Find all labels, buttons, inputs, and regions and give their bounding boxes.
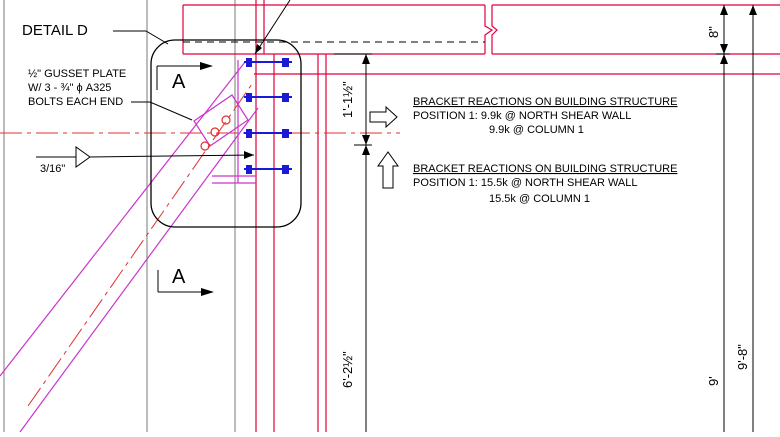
grid-lines [3, 0, 236, 432]
section-letter-top: A [172, 71, 186, 93]
weld-flag-icon [75, 146, 91, 168]
dim-right-total: 9'-8" [735, 344, 750, 370]
gusset-note-line1: ½" GUSSET PLATE [28, 68, 126, 80]
bolt-icon [244, 165, 292, 174]
reaction-note-1: BRACKET REACTIONS ON BUILDING STRUCTURE … [413, 96, 677, 136]
detail-pointer-line [254, 0, 291, 55]
gusset-note-line2: W/ 3 - ¾" ϕ A325 [28, 82, 111, 94]
detail-boundary [150, 39, 302, 228]
gusset-note-leader [131, 101, 193, 121]
dim-top-right: 8" [706, 26, 721, 38]
reaction-2-heading: BRACKET REACTIONS ON BUILDING STRUCTURE [413, 163, 677, 175]
gusset-bolt-holes [200, 115, 231, 151]
section-letter-bottom: A [172, 266, 186, 288]
reaction-note-2: BRACKET REACTIONS ON BUILDING STRUCTURE … [413, 163, 677, 205]
weld-symbol: 3/16" [36, 146, 255, 175]
detail-pointer-arrow [255, 44, 262, 54]
gusset-plate [193, 60, 256, 184]
detail-label: DETAIL D [22, 22, 88, 39]
section-cut-bottom: A [157, 266, 214, 296]
reaction-2-line2: 15.5k @ COLUMN 1 [489, 193, 590, 205]
reaction-1-line1: POSITION 1: 9.9k @ NORTH SHEAR WALL [413, 110, 631, 122]
diagonal-brace [0, 61, 259, 433]
dim-right-inner: 9' [706, 376, 721, 386]
bolt-icon [244, 58, 292, 67]
weld-size: 3/16" [40, 163, 65, 175]
dimension-lines [334, 5, 754, 432]
reaction-1-heading: BRACKET REACTIONS ON BUILDING STRUCTURE [413, 96, 677, 108]
bolt-icon [244, 129, 292, 138]
bolt-icon [244, 93, 292, 102]
dim-vertical-short: 1'-1½" [340, 81, 355, 118]
bolt-group [244, 58, 292, 174]
reaction-2-line1: POSITION 1: 15.5k @ NORTH SHEAR WALL [413, 177, 638, 189]
gusset-note-line3: BOLTS EACH END [28, 96, 123, 108]
column [255, 0, 327, 432]
gusset-note: ½" GUSSET PLATE W/ 3 - ¾" ϕ A325 BOLTS E… [28, 68, 126, 108]
reaction-1-line2: 9.9k @ COLUMN 1 [489, 124, 584, 136]
section-cut-top: A [156, 62, 213, 93]
right-arrow-icon [369, 105, 398, 129]
detail-leader [113, 30, 169, 45]
up-arrow-icon [377, 151, 399, 189]
dimension-arrows [362, 5, 757, 155]
brace-centerline [27, 83, 253, 407]
dim-vertical-long: 6'-2½" [340, 351, 355, 388]
